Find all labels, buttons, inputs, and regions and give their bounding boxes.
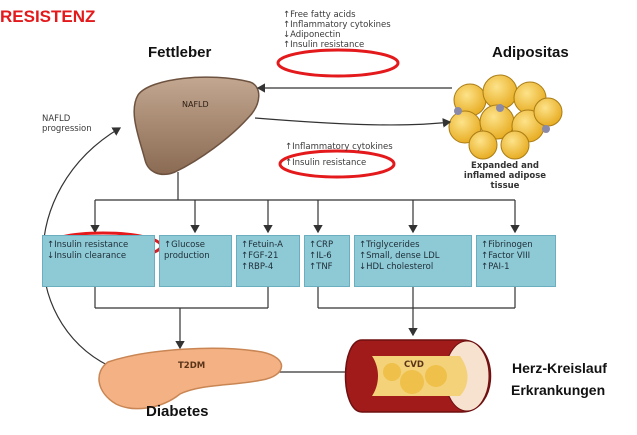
diabetes-label: Diabetes [146,403,209,420]
liver-label: Fettleber [148,44,211,61]
cvd-label-line1: Herz-Kreislauf [512,360,607,376]
adipose-tissue-shape [449,75,562,159]
effect-box-inflammation: ↑CRP ↑IL-6 ↑TNF [304,235,350,287]
pancreas-tag: T2DM [178,361,205,371]
top-factors-list: ↑Free fatty acids ↑Inflammatory cytokine… [283,10,391,50]
page-title: RESISTENZ [0,7,95,27]
adipose-caption: Expanded and inflamed adipose tissue [462,161,548,191]
vessel-tag: CVD [404,360,424,370]
liver-shape [134,77,259,174]
cvd-label-line2: Erkrankungen [511,382,605,398]
pancreas-shape [99,348,282,408]
nafld-progression-label: NAFLD progression [42,114,92,134]
top-factor: ↑Inflammatory cytokines [283,20,391,30]
top-factor: ↓Adiponectin [283,30,391,40]
blood-vessel-shape [346,340,491,412]
effect-box-glucose: ↑Glucose production [159,235,232,287]
obesity-label: Adipositas [492,44,569,61]
liver-tag: NAFLD [182,100,209,110]
top-factor: ↑Insulin resistance [283,40,391,50]
effect-box-lipids: ↑Triglycerides ↑Small, dense LDL ↓HDL ch… [354,235,472,287]
effect-box-coagulation: ↑Fibrinogen ↑Factor VIII ↑PAI-1 [476,235,556,287]
effect-box-hepatokines: ↑Fetuin-A ↑FGF-21 ↑RBP-4 [236,235,300,287]
mid-factor: ↑Inflammatory cytokines [285,142,393,152]
mid-factor: ↑Insulin resistance [285,158,393,168]
top-factor: ↑Free fatty acids [283,10,391,20]
effect-box-insulin: ↑Insulin resistance ↓Insulin clearance [42,235,155,287]
mid-factors-list: ↑Inflammatory cytokines ↑Insulin resista… [285,142,393,168]
